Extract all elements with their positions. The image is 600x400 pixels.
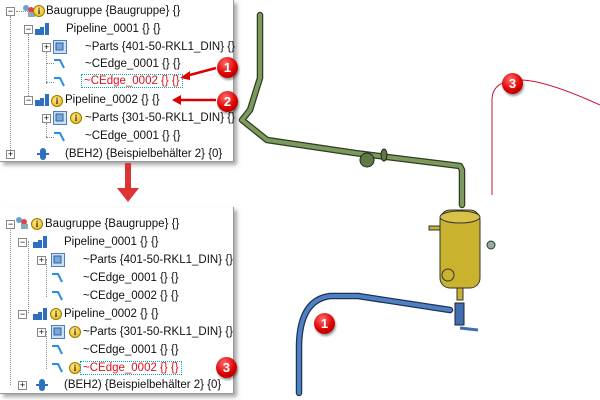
cedge-icon [51, 361, 65, 375]
cedge-icon [51, 271, 65, 285]
tree-item-cedge-0002-selected[interactable]: ~CEdge_0002 {} {} [80, 360, 182, 376]
tree-item-cedge-0001[interactable]: ~CEdge_0001 {} {} [85, 128, 181, 144]
callout-3: 3 [216, 357, 237, 378]
tree-item-label: ~CEdge_0001 {} {} [85, 130, 181, 142]
tree-item-cedge-0002[interactable]: ~CEdge_0002 {} {} [83, 288, 179, 304]
expand-toggle[interactable]: + [37, 255, 46, 265]
collapse-toggle[interactable]: − [18, 309, 27, 319]
vessel-icon [35, 378, 49, 392]
tree-item-label: (BEH2) {Beispielbehälter 2} {0} [65, 148, 223, 160]
tree-item-label: Pipeline_0002 {} {} [65, 94, 160, 106]
info-icon: i [70, 112, 82, 124]
pipeline-icon [34, 93, 49, 107]
expand-toggle[interactable]: + [37, 327, 46, 337]
tree-item-beh2[interactable]: (BEH2) {Beispielbehälter 2} {0} [65, 146, 222, 162]
expand-toggle[interactable]: + [42, 113, 51, 123]
tree-item-baugruppe[interactable]: Baugruppe {Baugruppe} {} [46, 3, 180, 19]
info-icon: i [50, 308, 62, 320]
tree-item-cedge-0002-selected[interactable]: ~CEdge_0002 {} {} [81, 73, 183, 89]
tree-item-label: ~Parts {401-50-RKL1_DIN} {} [85, 41, 235, 53]
collapse-toggle[interactable]: − [24, 95, 33, 105]
cedge-icon [53, 57, 67, 71]
pipeline-icon [32, 307, 47, 321]
tree-item-label: Pipeline_0001 {} {} [64, 236, 159, 248]
callout-1: 1 [217, 57, 238, 78]
expand-toggle[interactable]: + [6, 149, 15, 159]
feature-tree-after: − i Baugruppe {Baugruppe} {} − Pipeline_… [0, 207, 234, 394]
tree-item-label: Pipeline_0002 {} {} [64, 308, 159, 320]
tree-item-pipeline-0001[interactable]: Pipeline_0001 {} {} [66, 21, 161, 37]
tree-item-label: Baugruppe {Baugruppe} {} [45, 218, 180, 230]
tree-item-label: Pipeline_0001 {} {} [66, 23, 161, 35]
parts-icon [51, 253, 65, 267]
tree-item-label: ~CEdge_0001 {} {} [83, 272, 179, 284]
tree-item-label: ~CEdge_0001 {} {} [83, 344, 179, 356]
tree-item-beh2[interactable]: (BEH2) {Beispielbehälter 2} {0} [64, 377, 221, 393]
tree-item-cedge-0001[interactable]: ~CEdge_0001 {} {} [83, 270, 179, 286]
tree-item-label: ~CEdge_0002 {} {} [83, 290, 179, 302]
collapse-toggle[interactable]: − [6, 6, 15, 16]
tree-item-pipeline-0002[interactable]: Pipeline_0002 {} {} [64, 306, 159, 322]
pipeline-icon [32, 235, 47, 249]
pipeline-icon [34, 22, 49, 36]
tree-item-pipeline-0001[interactable]: Pipeline_0001 {} {} [64, 234, 159, 250]
cedge-icon [51, 343, 65, 357]
tree-item-label: ~Parts {301-50-RKL1_DIN} {} [83, 326, 233, 338]
pipeline-0002-blue [295, 292, 454, 397]
tree-item-label: (BEH2) {Beispielbehälter 2} {0} [64, 379, 222, 391]
tree-item-label: ~CEdge_0002 {} {} [80, 361, 182, 375]
tree-item-label: ~CEdge_0001 {} {} [85, 58, 181, 70]
info-icon: i [33, 5, 45, 17]
parts-icon [51, 325, 65, 339]
valve [359, 152, 375, 168]
info-icon: i [31, 218, 43, 230]
info-icon: i [69, 326, 81, 338]
tree-item-baugruppe[interactable]: Baugruppe {Baugruppe} {} [45, 216, 179, 232]
tree-item-cedge-0001[interactable]: ~CEdge_0001 {} {} [83, 342, 179, 358]
expand-toggle[interactable]: + [18, 380, 27, 390]
expand-toggle[interactable]: + [42, 42, 51, 52]
callout-3-3d: 3 [502, 73, 523, 94]
parts-icon [53, 111, 67, 125]
info-icon: i [51, 95, 63, 107]
collapse-toggle[interactable]: − [6, 219, 15, 229]
cedge-icon [53, 130, 67, 144]
tree-item-pipeline-0002[interactable]: Pipeline_0002 {} {} [65, 92, 160, 108]
tree-item-label: ~Parts {401-50-RKL1_DIN} {} [83, 254, 233, 266]
pipeline-0001-green [238, 11, 466, 209]
callout-2: 2 [217, 91, 238, 112]
tree-item-parts-401[interactable]: ~Parts {401-50-RKL1_DIN} {} [83, 252, 233, 268]
parts-icon [53, 40, 67, 54]
info-icon: i [69, 362, 81, 374]
feature-tree-before: − i Baugruppe {Baugruppe} {} − Pipeline_… [0, 0, 235, 162]
vessel-icon [36, 147, 50, 161]
tree-item-label: ~CEdge_0002 {} {} [81, 74, 183, 88]
tree-item-parts-401[interactable]: ~Parts {401-50-RKL1_DIN} {} [85, 39, 235, 55]
tree-item-cedge-0001[interactable]: ~CEdge_0001 {} {} [85, 56, 181, 72]
collapse-toggle[interactable]: − [24, 24, 33, 34]
cedge-icon [51, 289, 65, 303]
cedge-icon [53, 75, 67, 89]
callout-1-3d: 1 [314, 313, 335, 334]
collapse-toggle[interactable]: − [18, 237, 27, 247]
assembly-icon [15, 216, 29, 230]
tree-item-label: ~Parts {301-50-RKL1_DIN} {} [85, 112, 235, 124]
tree-item-parts-301[interactable]: ~Parts {301-50-RKL1_DIN} {} [85, 110, 235, 126]
vessel [428, 209, 496, 301]
tree-item-parts-301[interactable]: ~Parts {301-50-RKL1_DIN} {} [83, 324, 233, 340]
tree-item-label: Baugruppe {Baugruppe} {} [46, 5, 181, 17]
assembly-icon [22, 4, 36, 18]
